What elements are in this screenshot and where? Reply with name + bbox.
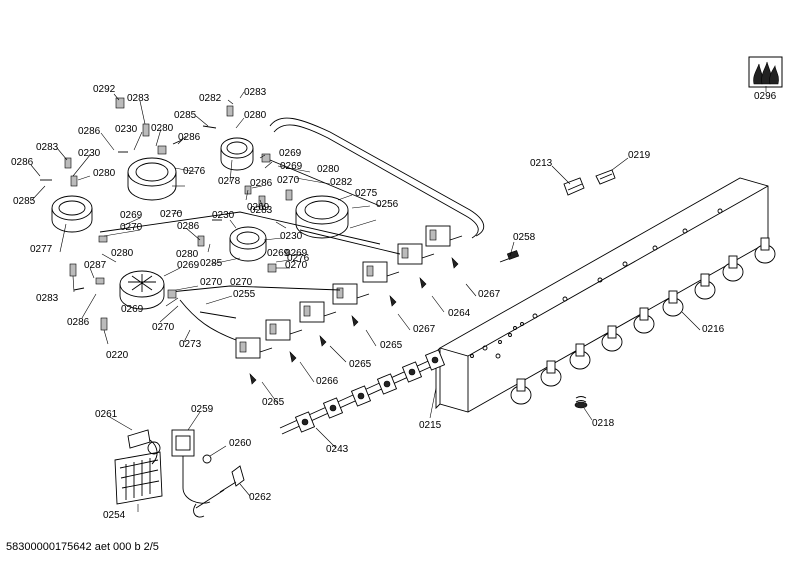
wiring-harness (114, 429, 245, 518)
part-label: 0269 (121, 304, 144, 315)
part-label: 0255 (233, 289, 256, 300)
part-label: 0267 (413, 324, 436, 335)
part-label: 0213 (530, 158, 553, 169)
part-label: 0286 (178, 132, 201, 143)
part-label: 0277 (30, 244, 53, 255)
part-label: 0230 (280, 231, 303, 242)
part-label: 0270 (120, 222, 143, 233)
logo-code-label: 0296 (754, 91, 777, 102)
gas-valves (235, 225, 463, 385)
part-label: 0286 (78, 126, 101, 137)
part-label: 0292 (93, 84, 116, 95)
part-label: 0218 (592, 418, 615, 429)
part-label: 0280 (151, 123, 174, 134)
part-label: 0269 (120, 210, 143, 221)
part-label: 0216 (702, 324, 725, 335)
part-label: 0280 (111, 248, 134, 259)
part-label: 0269 (177, 260, 200, 271)
control-knobs (510, 237, 776, 405)
part-label: 0259 (191, 404, 214, 415)
part-label: 0286 (11, 157, 34, 168)
part-label: 0280 (93, 168, 116, 179)
part-label: 0230 (78, 148, 101, 159)
part-label: 0280 (317, 164, 340, 175)
thermocouple-lead (499, 250, 520, 263)
part-label: 0276 (183, 166, 206, 177)
part-label: 0270 (160, 209, 183, 220)
document-code: 58300000175642 aet 000 b 2/5 (6, 541, 159, 553)
part-label: 0219 (628, 150, 651, 161)
part-label: 0282 (330, 177, 353, 188)
part-label: 0283 (36, 142, 59, 153)
part-label: 0269 (279, 148, 302, 159)
part-label: 0270 (230, 277, 253, 288)
part-label: 0282 (199, 93, 222, 104)
part-label: 0275 (355, 188, 378, 199)
part-label: 0269 (267, 248, 290, 259)
part-label: 0270 (277, 175, 300, 186)
gas-manifold-pipe (269, 117, 485, 239)
part-label: 0230 (212, 210, 235, 221)
part-label: 0243 (326, 444, 349, 455)
part-label: 0280 (176, 249, 199, 260)
spring-part (574, 396, 588, 409)
part-label: 0230 (115, 124, 138, 135)
part-label: 0220 (106, 350, 129, 361)
part-label: 0254 (103, 510, 126, 521)
part-label: 0267 (478, 289, 501, 300)
part-label: 0265 (349, 359, 372, 370)
part-label: 0287 (84, 260, 107, 271)
ignition-switch-strip (279, 349, 446, 435)
part-label: 0285 (200, 258, 223, 269)
part-label: 0265 (262, 397, 285, 408)
part-label: 0256 (376, 199, 399, 210)
part-label: 0276 (287, 253, 310, 264)
part-label: 0283 (36, 293, 59, 304)
part-label: 0269 (285, 248, 308, 259)
part-label: 0270 (152, 322, 175, 333)
part-label: 0286 (177, 221, 200, 232)
leader-lines (30, 86, 767, 512)
part-label: 0285 (13, 196, 36, 207)
part-label: 0264 (448, 308, 471, 319)
part-label: 0285 (174, 110, 197, 121)
part-label: 0283 (250, 205, 273, 216)
part-label: 0280 (244, 110, 267, 121)
gas-supply-pipes (99, 159, 401, 341)
flame-logo-icon (748, 56, 783, 88)
part-label: 0273 (179, 339, 202, 350)
part-label: 0283 (244, 87, 267, 98)
part-label: 0269 (247, 202, 270, 213)
part-label: 0286 (67, 317, 90, 328)
clip-parts (563, 169, 616, 196)
part-label: 0270 (200, 277, 223, 288)
part-label: 0215 (419, 420, 442, 431)
part-label: 0270 (285, 260, 308, 271)
part-label: 0262 (249, 492, 272, 503)
part-label: 0260 (229, 438, 252, 449)
part-label: 0286 (250, 178, 273, 189)
part-label: 0266 (316, 376, 339, 387)
part-label: 0283 (127, 93, 150, 104)
injectors-and-fittings (40, 97, 293, 331)
part-label: 0265 (380, 340, 403, 351)
burners (51, 137, 349, 310)
part-label: 0258 (513, 232, 536, 243)
part-label: 0269 (280, 161, 303, 172)
part-label: 0278 (218, 176, 241, 187)
part-label: 0261 (95, 409, 118, 420)
